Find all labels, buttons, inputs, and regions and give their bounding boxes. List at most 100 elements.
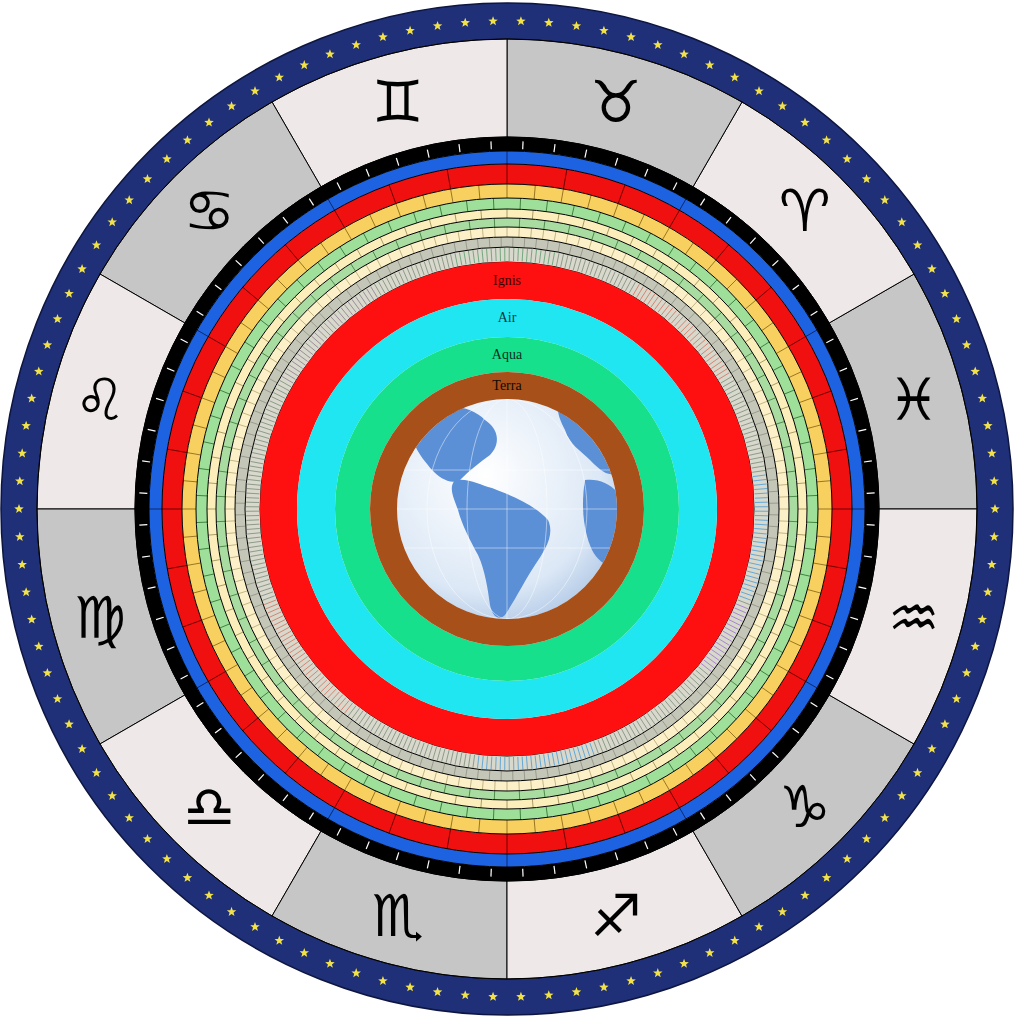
divider [238,468,248,470]
divider [591,757,594,766]
divider [757,639,765,643]
divider [534,819,535,833]
divider [261,676,268,681]
divider [787,471,796,472]
divider [328,706,335,714]
divider [429,790,431,799]
divider [311,690,318,697]
tick-ring [142,144,872,874]
ring-edge [149,151,865,867]
tick [490,141,492,149]
divider [226,665,238,672]
divider [789,496,798,497]
hatch [522,757,524,770]
divider [197,330,208,337]
hatch [544,754,546,767]
divider [727,279,737,289]
hatch [255,439,268,442]
divider [770,436,780,439]
divider [183,481,197,482]
divider [779,520,789,521]
divider [710,730,717,738]
hatch [500,248,501,261]
hatch [729,620,741,626]
ring-edge [162,164,852,854]
divider [212,457,221,459]
divider [217,584,226,586]
hatch [504,757,505,770]
divider [520,809,521,820]
divider [762,687,773,695]
star [275,72,285,81]
divider [723,675,731,681]
divider [543,779,544,789]
star [897,217,907,226]
divider [768,617,776,620]
divider [718,664,726,670]
divider [249,593,258,596]
divider [743,368,752,373]
divider [494,781,495,791]
star [488,992,498,1001]
divider [408,753,412,762]
hatch-ring [253,255,762,764]
divider [532,210,534,219]
hatch [446,750,449,763]
divider [220,390,230,394]
hatch [407,738,412,750]
star-ring [19,21,995,997]
star [983,587,993,596]
hatch [278,627,289,633]
divider [479,185,480,199]
hatch [282,635,293,642]
tick [148,587,156,589]
divider [397,749,401,758]
tick [459,144,460,152]
hatch [754,533,767,534]
divider [295,715,301,721]
divider [187,453,201,455]
divider [288,348,296,354]
divider [466,806,467,817]
hatch [424,744,428,756]
divider [308,310,315,317]
divider [653,249,658,257]
hatch [539,250,541,263]
divider [637,251,641,259]
star [653,968,663,977]
divider [167,449,187,452]
hatch [598,266,603,278]
star [952,694,962,703]
divider [698,717,704,724]
divider [591,251,594,260]
divider [742,389,751,393]
divider [373,759,377,767]
star [183,873,193,882]
divider [238,424,248,427]
star [17,560,27,569]
hatch [391,275,397,287]
divider [223,570,232,572]
star [27,615,37,624]
hatch [582,746,586,758]
divider [696,321,703,328]
divider [292,700,299,706]
star [927,744,937,753]
divider [422,768,425,778]
hatch [464,252,466,265]
divider [536,239,537,249]
star [572,987,582,996]
star [962,340,972,349]
divider [291,684,299,690]
divider [546,201,547,212]
divider [773,648,783,653]
divider [607,782,610,790]
hatch [254,444,267,447]
divider [530,228,532,238]
divider [745,676,752,681]
hatch [755,519,768,521]
divider [396,204,401,217]
divider [784,390,794,394]
divider [225,406,233,409]
divider [800,442,811,444]
